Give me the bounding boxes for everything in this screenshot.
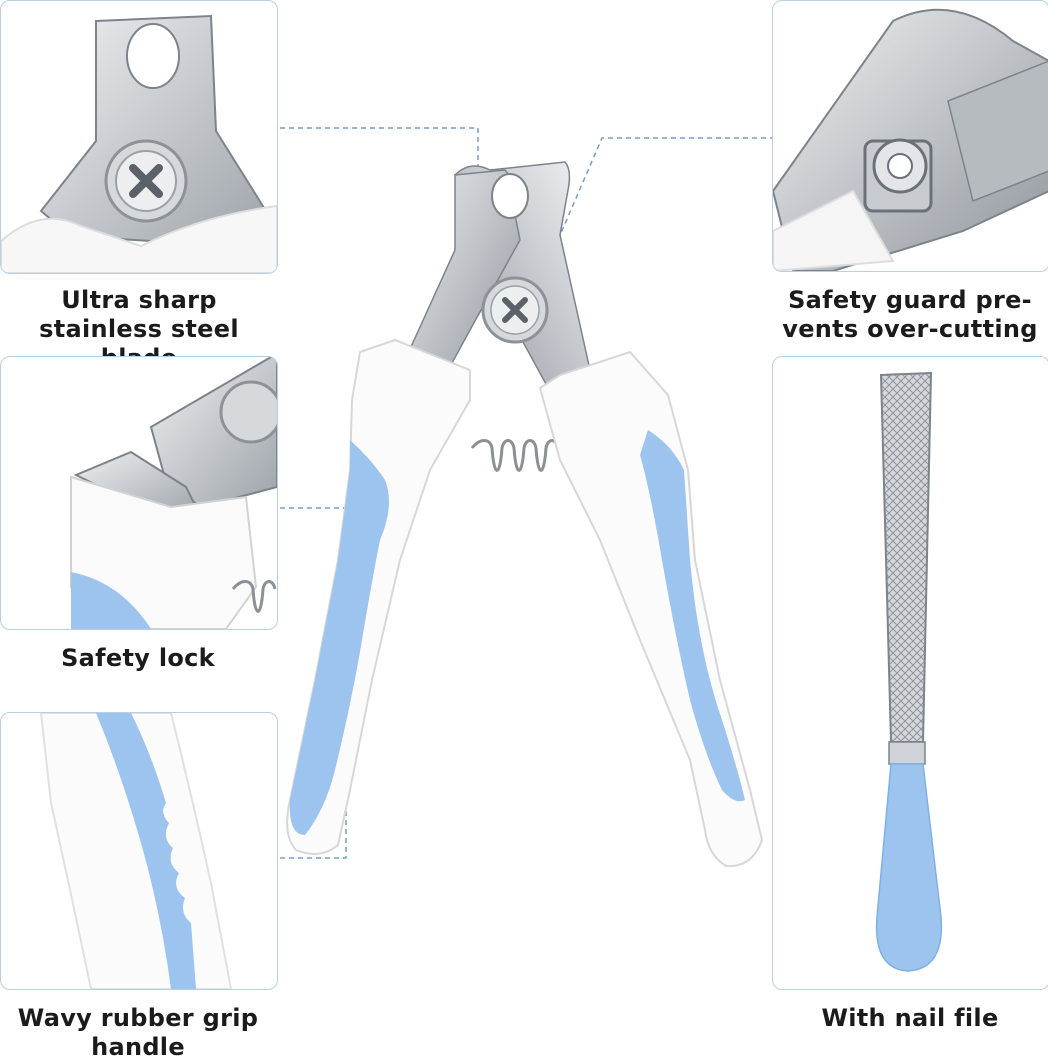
blade-detail-panel xyxy=(0,0,278,274)
left-handle xyxy=(286,338,471,855)
guard-caption-line1: Safety guard pre- xyxy=(788,286,1032,314)
blade-caption: Ultra sharp stainless steel blade xyxy=(39,286,239,372)
grip-closeup-image xyxy=(39,713,233,989)
nail-file-image xyxy=(875,371,943,972)
file-detail-panel xyxy=(772,356,1048,990)
grip-caption-line1: Wavy rubber grip xyxy=(17,1004,259,1032)
lock-caption: Safety lock xyxy=(61,644,215,672)
leader-lines xyxy=(280,127,775,859)
left-blade xyxy=(404,169,521,387)
pivot-screw xyxy=(481,276,549,344)
grip-detail-panel xyxy=(0,712,278,990)
guard-caption-line2: vents over-cutting xyxy=(782,315,1038,343)
lock-detail-panel xyxy=(0,356,278,630)
lock-closeup-image xyxy=(70,357,277,629)
spring xyxy=(470,439,560,472)
right-handle xyxy=(538,350,764,868)
blade-closeup-image xyxy=(1,14,277,273)
file-caption: With nail file xyxy=(821,1004,999,1032)
guard-caption: Safety guard pre- vents over-cutting xyxy=(772,286,1048,344)
grip-caption: Wavy rubber grip handle xyxy=(0,1004,276,1062)
right-blade xyxy=(454,161,591,397)
guard-detail-panel xyxy=(772,0,1048,272)
guard-closeup-image xyxy=(773,8,1048,271)
